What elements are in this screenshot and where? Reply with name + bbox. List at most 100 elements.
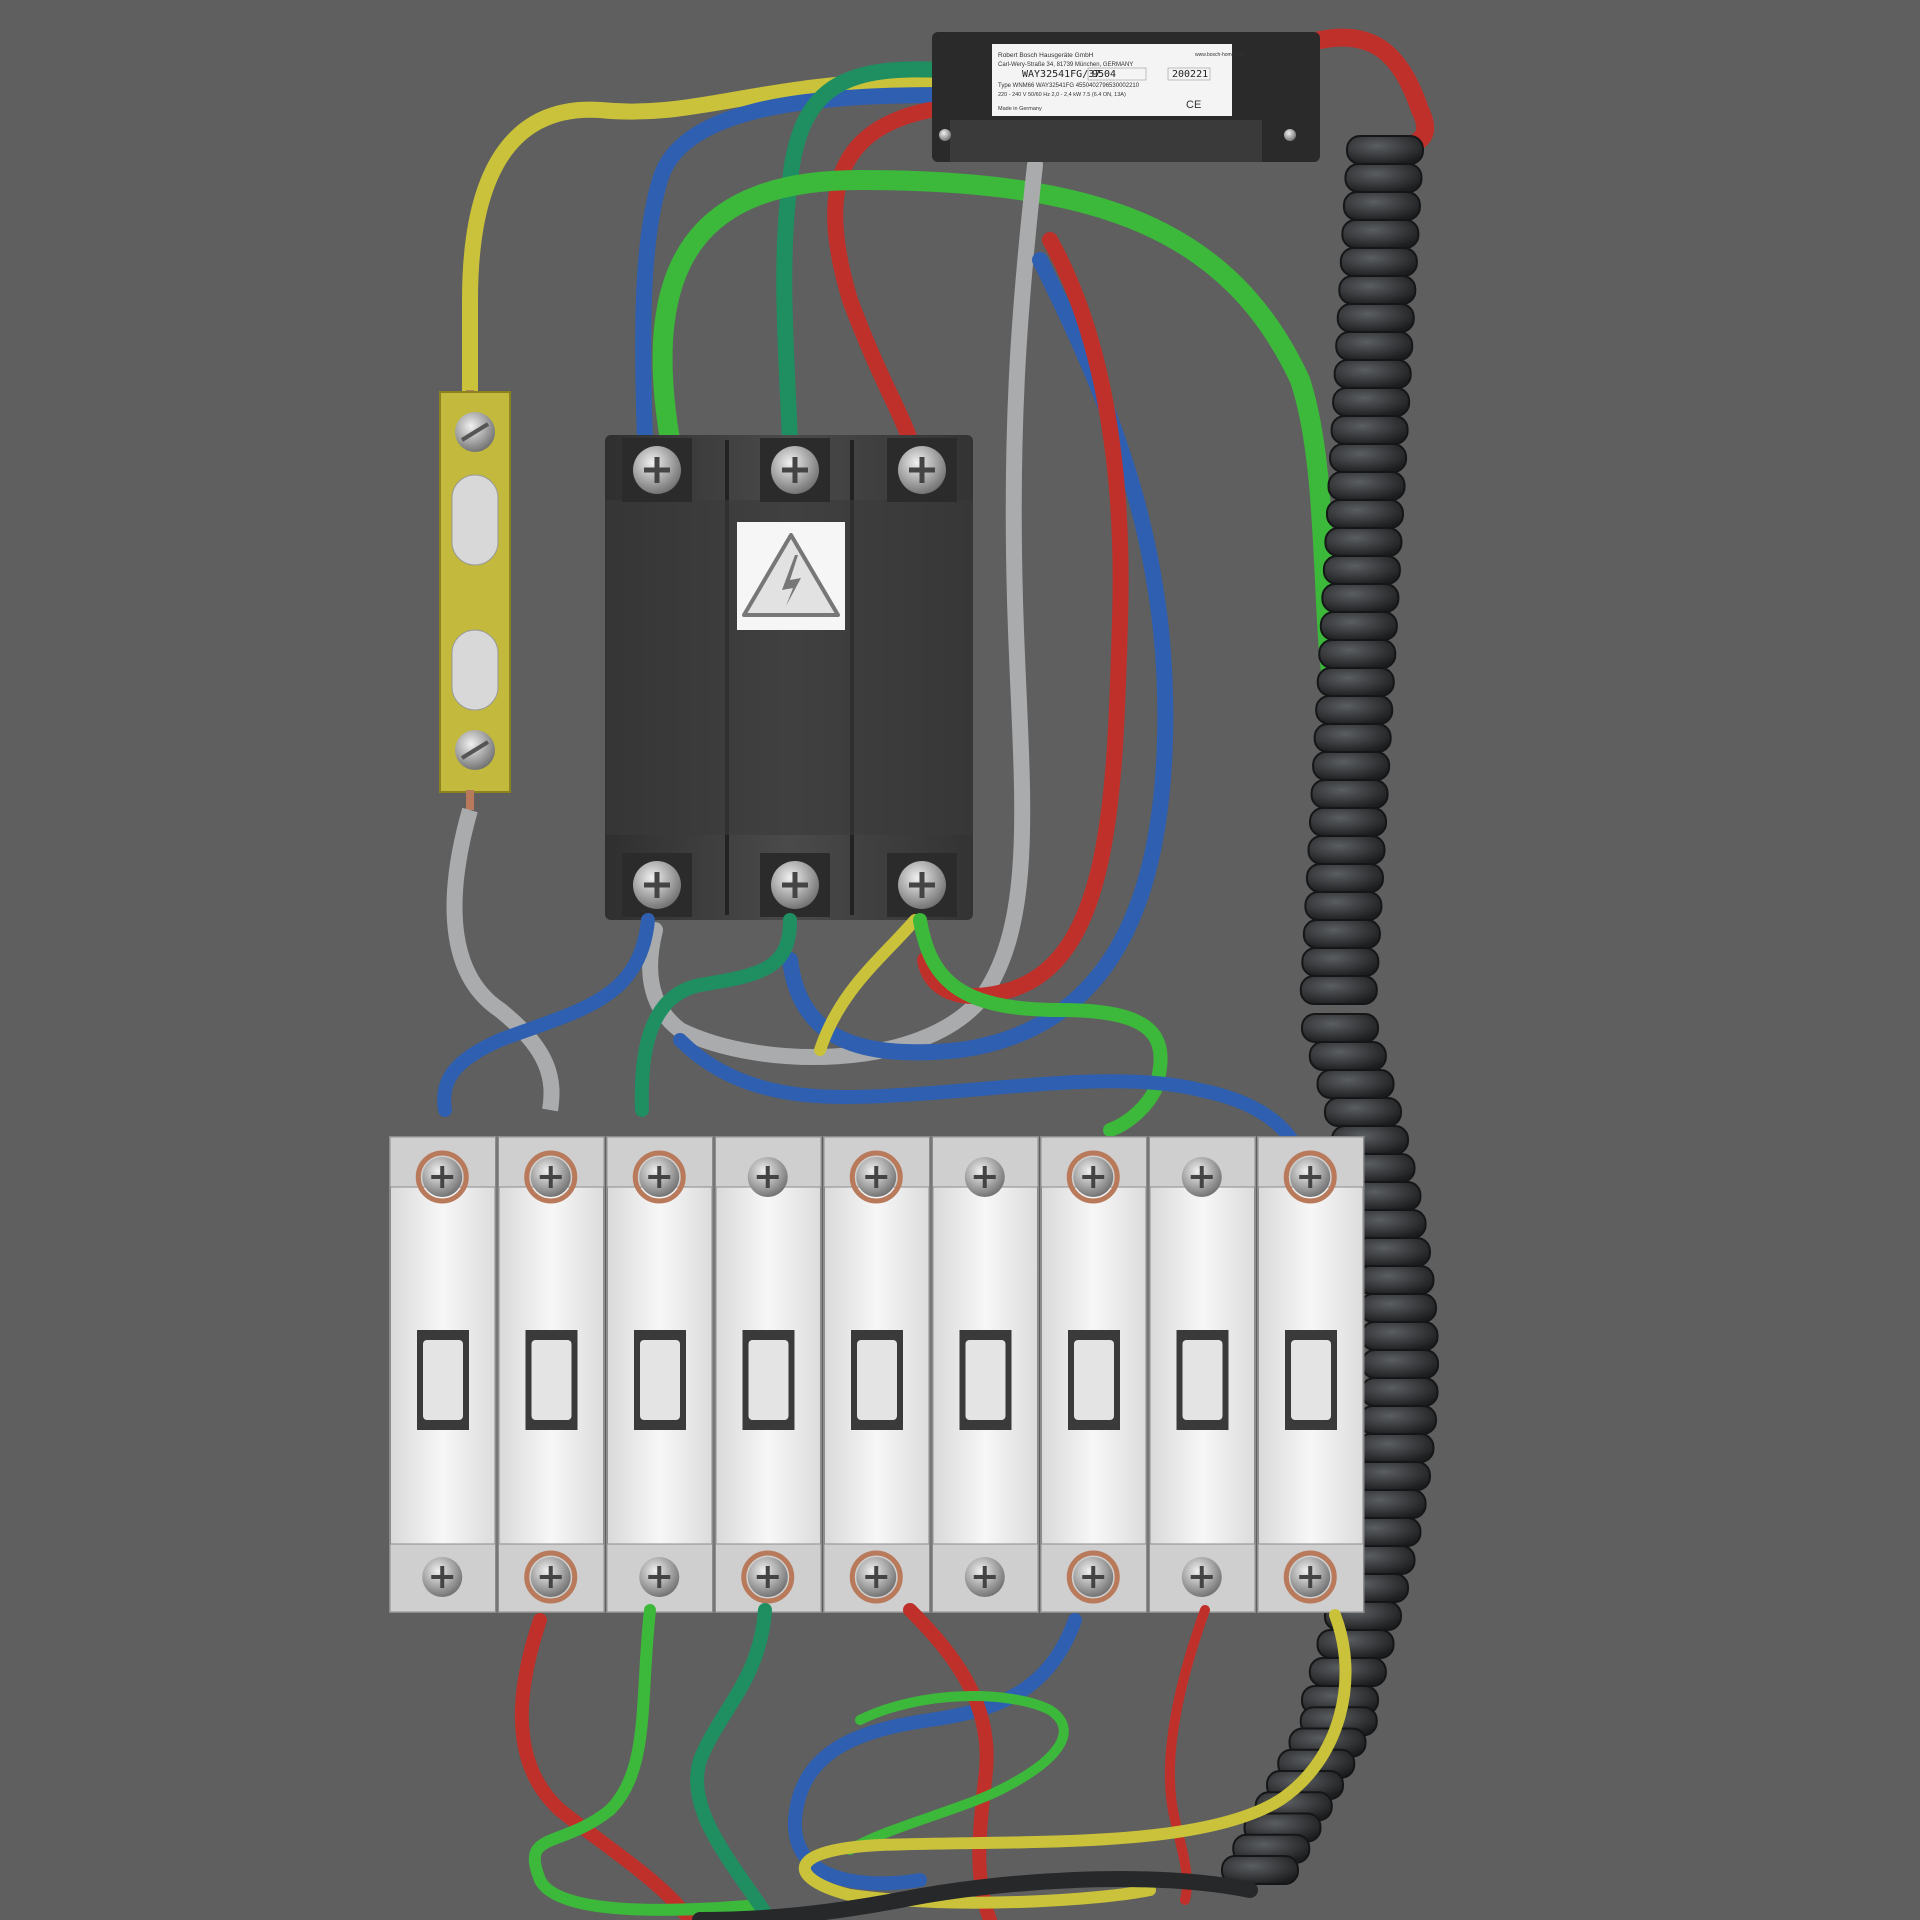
conduit-segment: [1305, 863, 1384, 893]
breaker-toggle[interactable]: [531, 1340, 572, 1420]
label-website: www.bosch-home.com: [1195, 52, 1245, 58]
teal-wire-top: [776, 61, 948, 448]
contactor: [605, 435, 973, 920]
breaker-toggle[interactable]: [1074, 1340, 1114, 1420]
copper-lug: [1066, 1150, 1120, 1204]
label-fd: 9504: [1092, 69, 1116, 80]
label-type-line: Type WNM66 WAY32541FG 455040279653000221…: [998, 83, 1140, 89]
blue-wire-long: [782, 252, 1174, 1061]
conduit-segment: [1338, 275, 1417, 305]
breaker-module: [497, 1136, 605, 1613]
conduit-segment: [1325, 499, 1404, 529]
grey-wire-left: [446, 807, 560, 1112]
conduit-segment: [1309, 807, 1388, 837]
label-manufacturer: Robert Bosch Hausgeräte GmbH: [998, 52, 1094, 59]
copper-lug: [741, 1550, 795, 1604]
red-wire-bottom-3: [1164, 1605, 1210, 1905]
conduit-segment: [1312, 751, 1391, 781]
copper-lug: [1283, 1550, 1337, 1604]
conduit-segment: [1356, 1265, 1435, 1295]
conduit-segment: [1339, 247, 1418, 277]
breaker-module: [931, 1136, 1039, 1613]
conduit-segment: [1360, 1321, 1439, 1351]
conduit-segment: [1329, 443, 1408, 473]
red-wire-top: [827, 102, 938, 448]
conduit-segment: [1356, 1433, 1435, 1463]
copper-lug: [524, 1150, 578, 1204]
breaker-module: [714, 1136, 822, 1613]
breaker-module: [1148, 1136, 1256, 1613]
red-wire-bottom-2: [903, 1603, 997, 1920]
conduit-segment: [1344, 163, 1423, 193]
yellow-wire-top: [462, 72, 948, 408]
high-voltage-warning-icon: [737, 522, 845, 630]
teal-wire-bottom: [690, 1603, 777, 1920]
red-wire-right: [1311, 28, 1435, 154]
copper-lug: [415, 1150, 469, 1204]
conduit-segment: [1332, 387, 1411, 417]
conduit-segment: [1336, 303, 1415, 333]
breaker-toggle[interactable]: [1291, 1340, 1331, 1420]
teal-wire-mid: [634, 913, 797, 1117]
conduit-segment: [1346, 135, 1424, 165]
conduit-segment: [1304, 891, 1383, 921]
contactor-screw: [887, 438, 957, 502]
conduit-segment: [1221, 1855, 1299, 1885]
conduit-segment: [1301, 1013, 1379, 1043]
breaker-module: [389, 1136, 497, 1613]
copper-lug: [1066, 1550, 1120, 1604]
upper-wires: [462, 28, 1435, 1066]
conduit-segment: [1335, 331, 1414, 361]
label-serial: 200221: [1172, 69, 1208, 80]
conduit-segment: [1324, 527, 1403, 557]
breaker-toggle[interactable]: [857, 1340, 897, 1420]
breaker-toggle[interactable]: [965, 1340, 1006, 1420]
contactor-screw: [622, 853, 692, 917]
copper-lug: [1283, 1150, 1337, 1204]
conduit-segment: [1318, 639, 1397, 669]
conduit-segment: [1319, 611, 1398, 641]
contactor-screw: [887, 853, 957, 917]
grey-wire-top: [642, 157, 1043, 1066]
blue-wire-cross: [673, 1033, 1302, 1152]
terminal-block: [439, 390, 560, 1112]
conduit-segment: [1308, 1041, 1387, 1071]
conduit-segment: [1316, 1069, 1395, 1099]
breaker-toggle[interactable]: [423, 1340, 463, 1420]
conduit-segment: [1330, 415, 1409, 445]
rating-label-box: Robert Bosch Hausgeräte GmbH Carl-Wery-S…: [932, 32, 1320, 162]
breaker-row: [389, 1136, 1365, 1613]
bottom-wires: [514, 1603, 1352, 1920]
contactor-screw: [760, 853, 830, 917]
conduit-segment: [1361, 1349, 1439, 1379]
conduit-segment: [1333, 359, 1412, 389]
green-wire-mid: [913, 913, 1168, 1137]
conduit-segment: [1342, 191, 1421, 221]
red-wire-bottom-1: [514, 1613, 697, 1920]
conduit-segment: [1315, 695, 1394, 725]
copper-lug: [524, 1550, 578, 1604]
conduit-segment: [1302, 919, 1381, 949]
breaker-module: [606, 1136, 714, 1613]
label-model: WAY32541FG/37: [1022, 69, 1100, 80]
label-address: Carl-Wery-Straße 34, 81739 München, GERM…: [998, 62, 1133, 68]
copper-lug: [849, 1150, 903, 1204]
conduit-segment: [1316, 667, 1395, 697]
breaker-toggle[interactable]: [1182, 1340, 1223, 1420]
yellow-wire-mid: [814, 914, 921, 1056]
green-wire-top: [652, 169, 1345, 710]
conduit-segment: [1322, 555, 1401, 585]
conduit-segment: [1310, 779, 1389, 809]
breaker-toggle[interactable]: [748, 1340, 789, 1420]
conduit-segment: [1313, 723, 1392, 753]
breaker-toggle[interactable]: [640, 1340, 680, 1420]
conduit-segment: [1352, 1461, 1431, 1491]
blue-wire-bottom: [787, 1613, 1082, 1891]
label-electrical: 220 - 240 V 50/60 Hz 2,0 - 2,4 kW 7.5 (6…: [998, 92, 1126, 98]
conduit-segment: [1316, 1629, 1395, 1659]
green-wire-bottom-2: [845, 1691, 1069, 1855]
conduit-segment: [1321, 583, 1400, 613]
spiral-conduit: [1221, 135, 1439, 1885]
contactor-screw: [760, 438, 830, 502]
